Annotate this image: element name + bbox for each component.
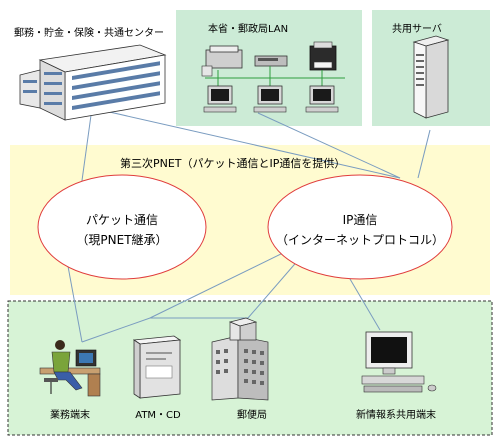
ip-label-line1: IP通信 xyxy=(343,213,378,227)
ip-label-line2: （インターネットプロトコル） xyxy=(276,233,444,247)
atm-label: ATM・CD xyxy=(135,410,181,421)
ip-network-ellipse xyxy=(267,174,453,280)
packet-label-line1: パケット通信 xyxy=(86,213,158,227)
post-office-label: 郵便局 xyxy=(237,408,267,421)
server-tower-icon xyxy=(412,35,450,119)
office-building-icon xyxy=(19,44,167,121)
connector-lan-to-ip xyxy=(257,112,401,179)
atm-machine-icon xyxy=(132,335,182,399)
connector-postoffice-to-ip xyxy=(247,257,301,319)
worker-at-desk-icon xyxy=(39,340,101,397)
lan-pcs xyxy=(203,85,339,113)
connector-center-to-packet xyxy=(79,107,93,196)
packet-label-line2: （現PNET継承） xyxy=(76,232,167,247)
workstation-icon xyxy=(361,331,437,393)
desktop-pc-icon xyxy=(253,85,287,113)
desktop-pc-icon xyxy=(203,85,237,113)
desktop-pc-icon xyxy=(305,85,339,113)
business-terminal-label: 業務端末 xyxy=(50,408,90,421)
center-label: 郵務・貯金・保険・共通センター xyxy=(14,26,164,39)
lan-cabling xyxy=(205,66,345,88)
scanner-icon xyxy=(201,45,243,77)
packet-network-ellipse xyxy=(37,174,207,280)
post-office-building-icon xyxy=(211,317,269,401)
connector-server-to-ip xyxy=(417,129,431,179)
server-label: 共用サーバ xyxy=(392,23,442,35)
network-device-icon xyxy=(254,55,288,67)
lan-label: 本省・郵政局LAN xyxy=(208,22,288,35)
connector-center-to-ip xyxy=(91,107,401,179)
connector-terminals-ip xyxy=(149,251,286,319)
pnet-label: 第三次PNET（パケット通信とIP通信を提供） xyxy=(120,156,345,170)
lan-devices xyxy=(201,41,337,77)
new-info-terminal-label: 新情報系共用端末 xyxy=(356,408,436,421)
printer-icon xyxy=(309,41,337,71)
